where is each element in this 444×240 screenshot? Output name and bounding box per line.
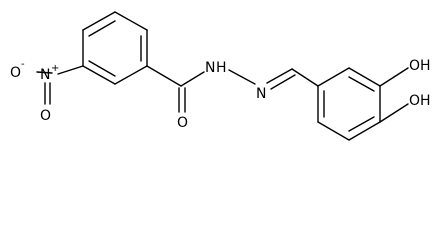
nitro-n-charge: +	[51, 63, 59, 74]
hydroxyl-top-label: OH	[409, 58, 431, 74]
chemical-structure: N + O - O O N H N OH	[10, 11, 431, 141]
carbonyl-o-label: O	[177, 115, 188, 131]
left-benzene-ring	[82, 11, 148, 85]
nitro-o-double-label: O	[40, 108, 51, 124]
nitro-n-label: N	[40, 67, 50, 83]
nitro-group: N + O - O	[10, 59, 84, 124]
nitro-o-minus-charge: -	[21, 59, 25, 70]
hydroxyl-bottom-label: OH	[409, 93, 431, 109]
amide-n-label: N	[205, 60, 215, 76]
carbonyl-group: O	[146, 65, 188, 131]
nitro-o-minus-label: O	[10, 65, 21, 81]
imine-n-label: N	[256, 86, 266, 102]
hydrazone-linkage: N H N	[180, 60, 319, 102]
amide-h-label: H	[216, 60, 227, 76]
right-benzene-ring	[317, 67, 381, 141]
hydroxyl-groups: OH OH	[379, 58, 431, 123]
